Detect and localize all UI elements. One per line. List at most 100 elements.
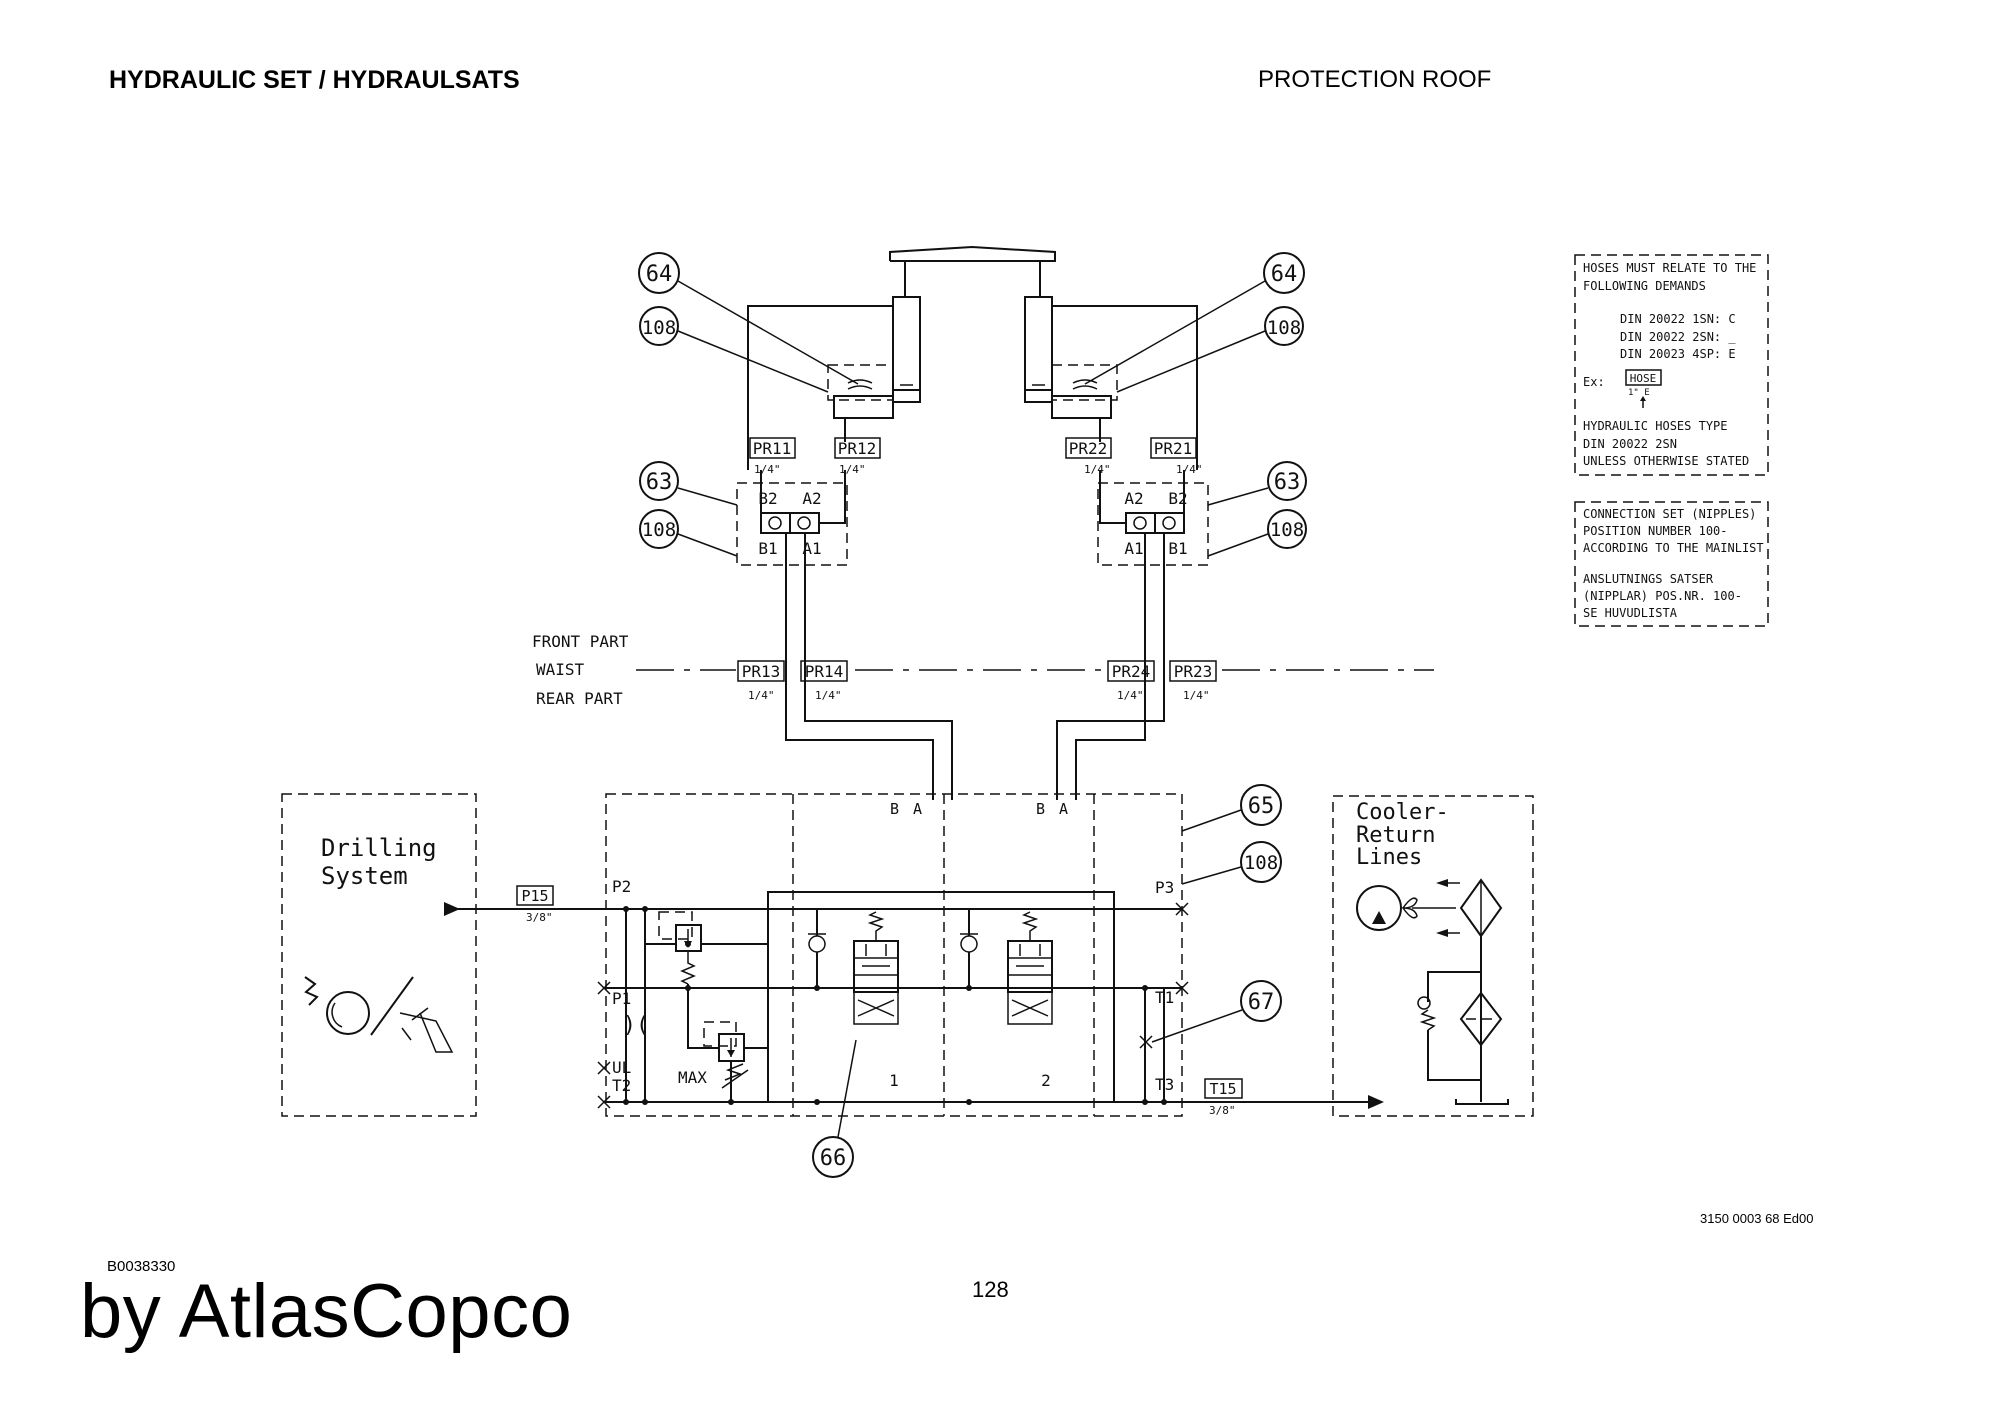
svg-text:108: 108 [1267, 317, 1301, 339]
svg-text:UNLESS OTHERWISE STATED: UNLESS OTHERWISE STATED [1583, 454, 1749, 468]
svg-text:A2: A2 [802, 489, 821, 508]
svg-text:ANSLUTNINGS SATSER: ANSLUTNINGS SATSER [1583, 572, 1714, 586]
svg-text:64: 64 [646, 262, 673, 287]
balloon-108-center: 108 [1181, 841, 1282, 885]
balloon-65: 65 [1181, 784, 1282, 832]
svg-text:66: 66 [820, 1146, 847, 1171]
balloon-108-right-top: 108 [1116, 306, 1304, 393]
svg-text:P2: P2 [612, 877, 631, 896]
balloon-108-left-top: 108 [639, 306, 829, 393]
svg-text:B: B [1036, 800, 1045, 818]
control-valve-block: B A B A )( [444, 793, 1384, 1117]
svg-text:PR13: PR13 [742, 662, 781, 681]
svg-text:1/4": 1/4" [748, 689, 775, 702]
svg-text:A: A [913, 800, 922, 818]
balloon-64-right: 64 [1084, 252, 1305, 385]
svg-text:UL: UL [612, 1058, 631, 1077]
svg-text:T1: T1 [1155, 988, 1174, 1007]
port-labels-bottom: P15 3/8" T15 3/8" [516, 885, 1243, 1117]
svg-text:System: System [321, 862, 408, 890]
svg-text:1/4": 1/4" [1117, 689, 1144, 702]
svg-text:Drilling: Drilling [321, 834, 437, 862]
balloon-63-left: 63 [639, 461, 738, 506]
svg-text:A2: A2 [1124, 489, 1143, 508]
svg-text:Ex:: Ex: [1583, 375, 1605, 389]
svg-text:T15: T15 [1209, 1080, 1236, 1098]
svg-text:P3: P3 [1155, 878, 1174, 897]
svg-text:1: 1 [889, 1071, 899, 1090]
svg-text:HYDRAULIC HOSES TYPE: HYDRAULIC HOSES TYPE [1583, 419, 1728, 433]
svg-text:SE HUVUDLISTA: SE HUVUDLISTA [1583, 606, 1678, 620]
svg-text:T3: T3 [1155, 1075, 1174, 1094]
svg-text:WAIST: WAIST [536, 660, 585, 679]
roof-cylinders [747, 245, 1198, 470]
image-reference: B0038330 [107, 1258, 176, 1275]
svg-text:B1: B1 [1168, 539, 1187, 558]
svg-text:P15: P15 [521, 887, 548, 905]
waist-section: FRONT PART WAIST REAR PART PR13 PR14 PR2… [532, 632, 1434, 708]
svg-text:108: 108 [642, 519, 676, 541]
hose-lines [785, 533, 1165, 800]
svg-text:63: 63 [646, 470, 673, 495]
svg-text:3/8": 3/8" [526, 911, 553, 924]
hose-requirements-note: HOSES MUST RELATE TO THE FOLLOWING DEMAN… [1574, 254, 1769, 476]
svg-text:B: B [890, 800, 899, 818]
svg-text:A1: A1 [1124, 539, 1143, 558]
svg-text:63: 63 [1274, 470, 1301, 495]
svg-text:64: 64 [1271, 262, 1298, 287]
svg-text:REAR PART: REAR PART [536, 689, 623, 708]
svg-text:A: A [1059, 800, 1068, 818]
svg-text:FRONT PART: FRONT PART [532, 632, 629, 651]
svg-text:MAX: MAX [678, 1068, 707, 1087]
svg-text:1/4": 1/4" [1084, 463, 1111, 476]
svg-text:(NIPPLAR) POS.NR. 100-: (NIPPLAR) POS.NR. 100- [1583, 589, 1742, 603]
drilling-system-box: Drilling System [281, 793, 477, 1117]
svg-text:1/4": 1/4" [1176, 463, 1203, 476]
svg-text:PR21: PR21 [1154, 439, 1193, 458]
cooler-return-box: Cooler- Return Lines [1332, 795, 1534, 1117]
svg-text:DIN 20022 2SN: _: DIN 20022 2SN: _ [1620, 330, 1736, 344]
balloon-64-left: 64 [638, 252, 859, 385]
svg-text:B2: B2 [758, 489, 777, 508]
svg-text:PR11: PR11 [753, 439, 792, 458]
check-valve-block-left: B2 A2 B1 A1 [736, 470, 848, 566]
page-number: 128 [972, 1277, 1009, 1302]
svg-text:1/4": 1/4" [754, 463, 781, 476]
svg-text:FOLLOWING DEMANDS: FOLLOWING DEMANDS [1583, 279, 1706, 293]
svg-text:PR14: PR14 [805, 662, 844, 681]
svg-text:Return: Return [1356, 823, 1435, 848]
svg-text:A1: A1 [802, 539, 821, 558]
svg-text:108: 108 [642, 317, 676, 339]
check-valve-block-right: A2 B2 A1 B1 [1097, 470, 1209, 566]
filter-icon [1417, 936, 1509, 1105]
balloon-63-right: 63 [1207, 461, 1307, 506]
section-title: PROTECTION ROOF [1258, 66, 1492, 93]
balloon-108-right-mid: 108 [1207, 509, 1307, 557]
document-number: 3150 0003 68 Ed00 [1700, 1211, 1814, 1226]
svg-text:POSITION NUMBER 100-: POSITION NUMBER 100- [1583, 524, 1728, 538]
brand-footer: by AtlasCopco [80, 1269, 573, 1354]
svg-text:1/4": 1/4" [1183, 689, 1210, 702]
svg-text:PR23: PR23 [1174, 662, 1213, 681]
pump-fan-icon [1356, 878, 1503, 938]
svg-text:Lines: Lines [1356, 845, 1422, 870]
svg-text:CONNECTION SET (NIPPLES): CONNECTION SET (NIPPLES) [1583, 507, 1756, 521]
svg-text:1/4": 1/4" [815, 689, 842, 702]
svg-text:Cooler-: Cooler- [1356, 800, 1449, 825]
svg-text:108: 108 [1270, 519, 1304, 541]
connection-set-note: CONNECTION SET (NIPPLES) POSITION NUMBER… [1574, 501, 1769, 627]
svg-text:3/8": 3/8" [1209, 1104, 1236, 1117]
balloon-108-left-mid: 108 [639, 509, 738, 557]
port-labels-top: PR11 1/4" PR12 1/4" PR22 1/4" PR21 1/4" [749, 437, 1203, 476]
svg-text:67: 67 [1248, 990, 1275, 1015]
svg-text:65: 65 [1248, 794, 1275, 819]
svg-text:PR22: PR22 [1069, 439, 1108, 458]
svg-text:DIN 20022 1SN: C: DIN 20022 1SN: C [1620, 312, 1736, 326]
balloon-66: 66 [812, 1039, 857, 1178]
svg-text:ACCORDING TO THE MAINLIST: ACCORDING TO THE MAINLIST [1583, 541, 1764, 555]
svg-text:B2: B2 [1168, 489, 1187, 508]
svg-text:DIN 20022 2SN: DIN 20022 2SN [1583, 437, 1677, 451]
svg-text:108: 108 [1244, 852, 1278, 874]
svg-text:PR12: PR12 [838, 439, 877, 458]
